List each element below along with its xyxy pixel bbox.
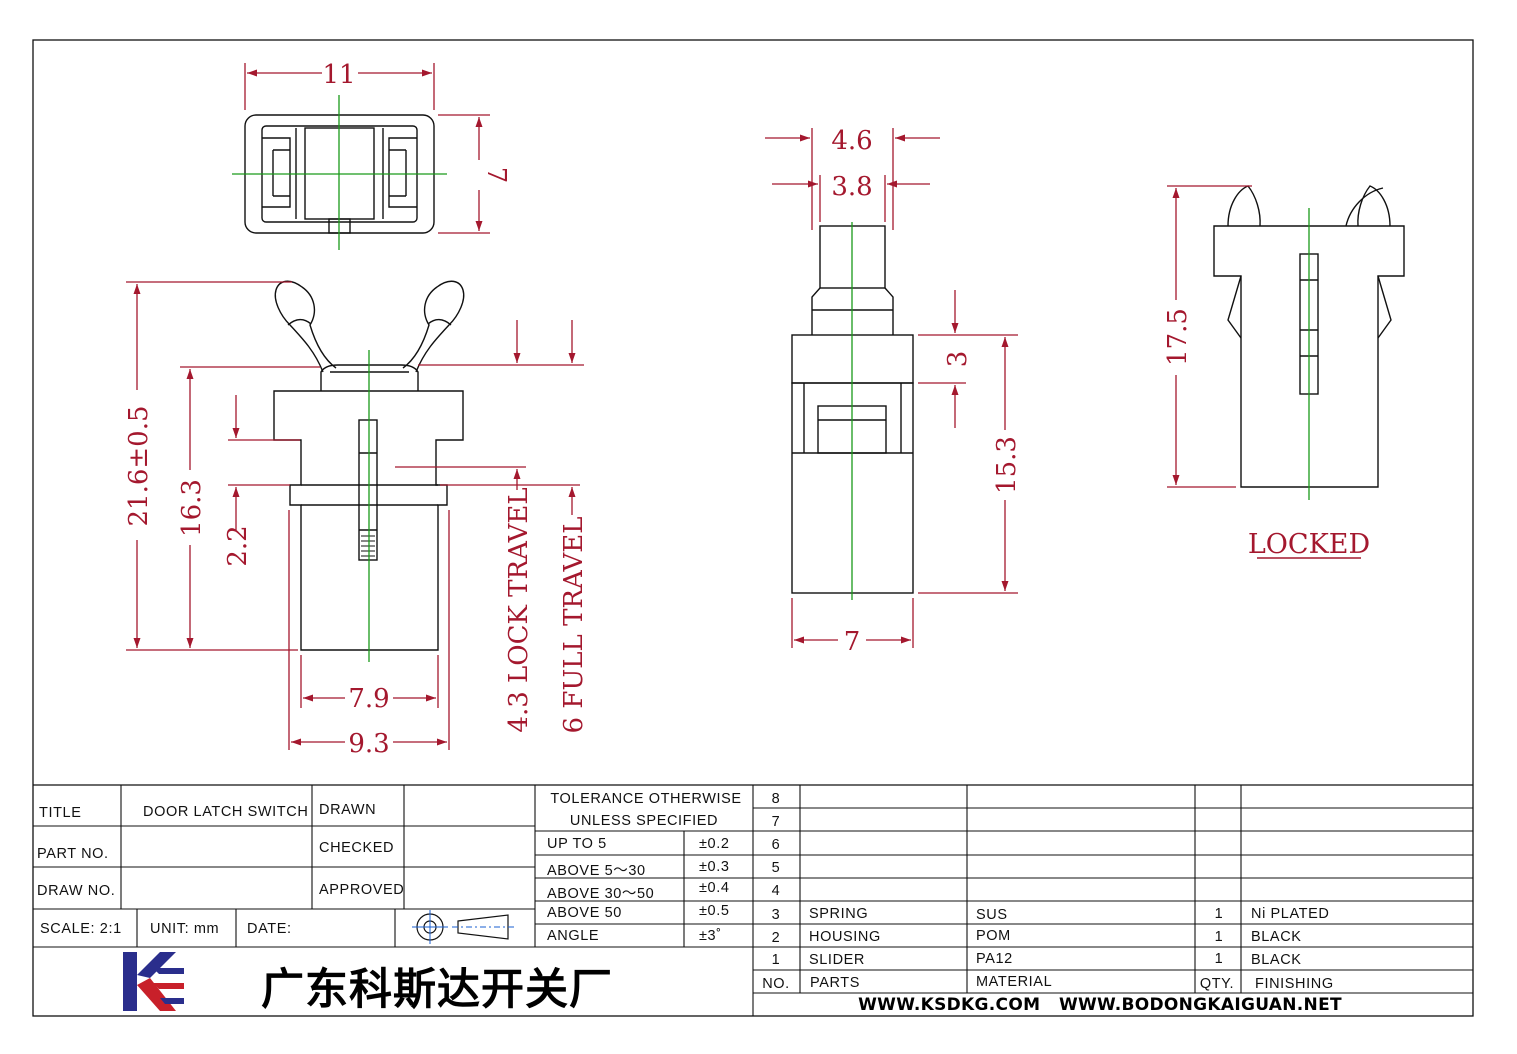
tolerance-header-line2: UNLESS SPECIFIED xyxy=(569,813,719,829)
tolerance-range: ABOVE 50 xyxy=(547,905,622,921)
draw-no-label: DRAW NO. xyxy=(37,883,116,899)
bom-row-material: PA12 xyxy=(976,951,1013,967)
bom-row-finishing: BLACK xyxy=(1251,929,1302,945)
bom-row-part: HOUSING xyxy=(809,929,881,945)
bom-row-finishing: Ni PLATED xyxy=(1251,906,1330,922)
dim-front-inner-width: 7.9 xyxy=(348,684,389,714)
tolerance-value: ±0.2 xyxy=(699,836,730,852)
approved-label: APPROVED xyxy=(319,882,405,898)
bom-header-finishing: FINISHING xyxy=(1255,976,1334,992)
dim-locked-height: 17.5 xyxy=(1163,308,1193,366)
title-label: TITLE xyxy=(39,805,82,821)
checked-label: CHECKED xyxy=(319,840,395,856)
dim-top-height: 7 xyxy=(481,167,511,184)
unit-label: UNIT: mm xyxy=(150,921,220,937)
bom-row-no: 6 xyxy=(771,837,781,853)
dim-front-overall-height: 21.6±0.5 xyxy=(124,405,154,526)
bom-header-material: MATERIAL xyxy=(976,974,1053,990)
third-angle-projection-icon xyxy=(412,910,514,944)
dim-front-body-height: 16.3 xyxy=(177,479,207,537)
dim-top-width: 11 xyxy=(322,60,355,90)
tolerance-range: UP TO 5 xyxy=(547,836,607,852)
bom-row-no: 7 xyxy=(771,814,781,830)
bom-row-no: 2 xyxy=(771,930,781,946)
title-value: DOOR LATCH SWITCH xyxy=(143,804,309,820)
drawn-label: DRAWN xyxy=(319,802,377,818)
tolerance-value: ±0.4 xyxy=(699,880,730,896)
company-websites: WWW.KSDKG.COM WWW.BODONGKAIGUAN.NET xyxy=(858,995,1342,1015)
bom-row-no: 3 xyxy=(771,907,781,923)
dim-front-step: 2.2 xyxy=(223,525,253,566)
tolerance-value: ±3˚ xyxy=(699,928,722,944)
top-view-dimensions xyxy=(244,63,490,234)
scale-label: SCALE: 2:1 xyxy=(40,921,122,937)
bom-header-qty: QTY. xyxy=(1199,976,1235,992)
title-block-grid xyxy=(33,785,1473,1016)
dim-front-outer-width: 9.3 xyxy=(348,729,389,759)
tolerance-range: ABOVE 5～30 xyxy=(547,863,646,879)
dim-full-travel: 6 FULL TRAVEL xyxy=(559,517,589,734)
side-view-dimensions xyxy=(765,128,1018,648)
date-label: DATE: xyxy=(247,921,292,937)
tolerance-value: ±0.5 xyxy=(699,903,730,919)
dim-lock-travel: 4.3 LOCK TRAVEL xyxy=(504,487,534,732)
bom-header-parts: PARTS xyxy=(810,975,861,991)
bom-row-no: 5 xyxy=(771,860,781,876)
bom-row-no: 4 xyxy=(771,883,781,899)
bom-row-material: SUS xyxy=(976,907,1008,923)
dim-side-width: 7 xyxy=(844,627,861,657)
bom-row-qty: 1 xyxy=(1214,951,1224,967)
bom-row-part: SPRING xyxy=(809,906,869,922)
ksd-logo-icon xyxy=(122,951,184,1012)
dim-side-body-height: 15.3 xyxy=(992,436,1022,494)
tolerance-header-line1: TOLERANCE OTHERWISE xyxy=(550,791,742,807)
dim-side-width-top: 4.6 xyxy=(831,126,872,156)
bom-row-part: SLIDER xyxy=(809,952,865,968)
bom-row-no: 1 xyxy=(771,952,781,968)
tolerance-value: ±0.3 xyxy=(699,859,730,875)
bom-header-no: NO. xyxy=(762,976,790,992)
dim-side-slider-height: 3 xyxy=(943,351,973,368)
top-view-centerlines xyxy=(232,95,447,250)
locked-view-dimensions xyxy=(1167,185,1361,559)
locked-label: LOCKED xyxy=(1248,529,1370,560)
bom-row-qty: 1 xyxy=(1214,906,1224,922)
tolerance-range: ANGLE xyxy=(547,928,600,944)
bom-row-finishing: BLACK xyxy=(1251,952,1302,968)
front-view-dimensions xyxy=(126,281,584,750)
bom-row-material: POM xyxy=(976,928,1011,944)
company-name: 广东科斯达开关厂 xyxy=(261,965,613,1015)
dimension-labels: 11 7 21.6±0.5 16.3 2.2 4.3 LOCK TRAVEL 6… xyxy=(124,60,1370,759)
tolerance-range: ABOVE 30～50 xyxy=(547,886,655,902)
part-no-label: PART NO. xyxy=(37,846,109,862)
bom-row-qty: 1 xyxy=(1214,929,1224,945)
bom-row-no: 8 xyxy=(771,791,781,807)
dim-side-width-inner: 3.8 xyxy=(831,172,872,202)
